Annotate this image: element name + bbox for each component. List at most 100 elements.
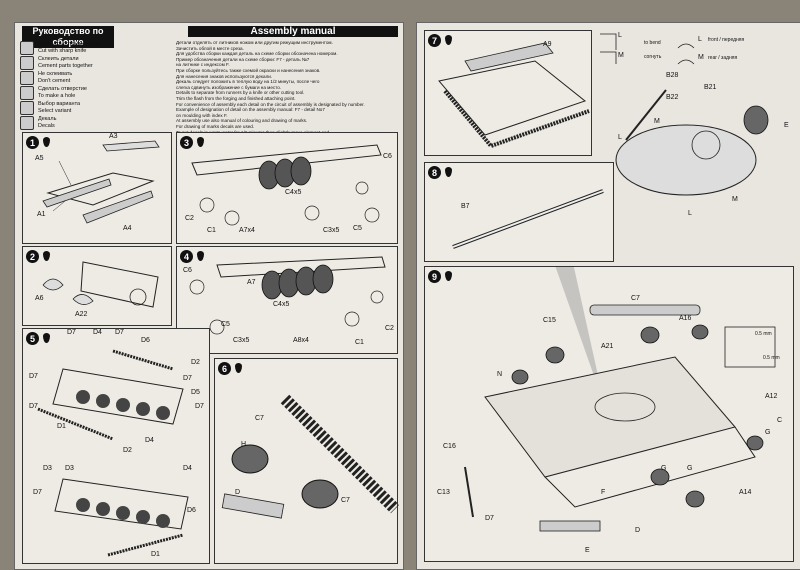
- part-label: C1: [207, 227, 216, 234]
- glue-icon: [443, 166, 454, 179]
- instruction-line: Details to separate from runners by a kn…: [176, 90, 305, 96]
- fuel-tanks-drawing: [221, 394, 399, 519]
- glue-icon: [41, 136, 52, 149]
- glue-icon: [195, 250, 206, 263]
- part-label: G: [687, 465, 693, 472]
- legend-text-en: Don't cement: [38, 77, 71, 84]
- instruction-line: Декаль следует положить в теплую воду на…: [176, 79, 320, 85]
- part-label: L: [698, 36, 702, 43]
- legend-text-ru: Склеить детали: [38, 56, 79, 63]
- part-label: A4: [123, 225, 132, 232]
- part-label: B21: [704, 84, 717, 91]
- hull-top-drawing: [438, 42, 590, 149]
- part-label: D7: [33, 489, 42, 496]
- part-label: B28: [666, 72, 679, 79]
- part-label: A3: [109, 133, 118, 140]
- step-number-badge: 4: [180, 250, 193, 263]
- knife-icon: [20, 40, 34, 55]
- legend-text-ru: Отрезать острым ножом: [38, 41, 101, 48]
- part-label: C5: [221, 321, 230, 328]
- step-number: 2: [26, 250, 52, 263]
- part-label: D6: [187, 507, 196, 514]
- header-title-ru: Руководство по сборке: [22, 26, 114, 48]
- step-number: 8: [428, 166, 454, 179]
- part-label: C7: [341, 497, 350, 504]
- hull-rear-drawing: [42, 261, 159, 308]
- part-label: D2: [191, 359, 200, 366]
- part-label: D7: [183, 375, 192, 382]
- step-number-badge: 2: [26, 250, 39, 263]
- part-label: L: [618, 134, 622, 141]
- instruction-line: Для удобства сборки каждая деталь на схе…: [176, 51, 338, 57]
- part-label: D7: [485, 515, 494, 522]
- part-label: M: [698, 54, 704, 61]
- legend-text-en: Select variant: [38, 107, 72, 114]
- part-label: A16: [679, 315, 692, 322]
- instruction-line: At assembly use also manual of colouring…: [176, 118, 308, 124]
- part-label: C2: [185, 215, 194, 222]
- step-9-panel: 9 C7 C15 A16 A21 N A12 C16 G G C13 F D7 …: [424, 266, 794, 562]
- part-label: A6: [35, 295, 44, 302]
- part-label: A21: [601, 343, 614, 350]
- part-label: D7: [67, 329, 76, 336]
- no-glue-icon: [20, 70, 34, 85]
- part-label: D3: [43, 465, 52, 472]
- part-label: D3: [65, 465, 74, 472]
- glue-icon: [41, 250, 52, 263]
- part-label: A7x4: [239, 227, 255, 234]
- part-label: A5: [35, 155, 44, 162]
- bend-label: согнуть: [644, 54, 662, 60]
- part-label: G: [765, 429, 771, 436]
- part-label: C: [777, 417, 783, 424]
- bend-label: to bend: [644, 40, 661, 46]
- instruction-line: Зачистить облой в месте среза.: [176, 45, 244, 51]
- part-label: D: [635, 527, 641, 534]
- step-3-panel: 3 C6 C4x5 C2 C1 A7x4 C3x5 C5: [176, 132, 398, 244]
- part-label: C3x5: [233, 337, 250, 344]
- part-label: D2: [123, 447, 132, 454]
- part-label: D7: [115, 329, 124, 336]
- header-title-en: Assembly manual: [188, 26, 398, 37]
- instruction-line: Пример обозначения детали на схеме сборк…: [176, 56, 310, 62]
- key-front-label: front / передняя: [708, 37, 745, 43]
- hull-floor-drawing: [42, 140, 160, 224]
- choice-icon: [20, 100, 34, 115]
- part-label: D1: [57, 423, 66, 430]
- step-number-badge: 5: [26, 332, 39, 345]
- gun-barrel-drawing: [452, 189, 604, 249]
- step-number: 5: [26, 332, 52, 345]
- instruction-line: Example of designation of detail on the …: [176, 107, 325, 113]
- part-label: C15: [543, 317, 556, 324]
- instruction-line: on moulding with index F.: [176, 112, 228, 118]
- glue-icon: [443, 34, 454, 47]
- part-label: C4x5: [273, 301, 290, 308]
- part-label: C7: [631, 295, 640, 302]
- legend-text-ru: Декаль: [38, 116, 57, 123]
- instruction-line: на литнике с индексом F.: [176, 62, 230, 68]
- step-number: 6: [218, 362, 244, 375]
- part-label: C4x5: [285, 189, 302, 196]
- legend-text-ru: Не склеивать: [38, 71, 73, 78]
- step-number-badge: 8: [428, 166, 441, 179]
- part-label: C2: [385, 325, 394, 332]
- part-label: D7: [29, 373, 38, 380]
- step-number: 7: [428, 34, 454, 47]
- part-label: A1: [37, 211, 46, 218]
- part-label: E: [585, 547, 590, 554]
- part-label: N: [497, 371, 503, 378]
- part-label: M: [618, 52, 624, 59]
- glue-icon: [195, 136, 206, 149]
- track-assembly-drawing: [37, 349, 189, 557]
- instruction-line: Trim the flash from the forging and fini…: [176, 95, 296, 101]
- instruction-line: слегка сдвинуть изображение с бумаги на …: [176, 84, 282, 90]
- step-4-panel: 4 C6 A7 C4x5 C5 C3x5 A8x4 C2 C1: [176, 246, 398, 354]
- part-label: C6: [183, 267, 192, 274]
- part-label: L: [618, 32, 622, 39]
- instruction-line: Детали отделять от литников ножом или др…: [176, 40, 333, 45]
- part-label: D5: [191, 389, 200, 396]
